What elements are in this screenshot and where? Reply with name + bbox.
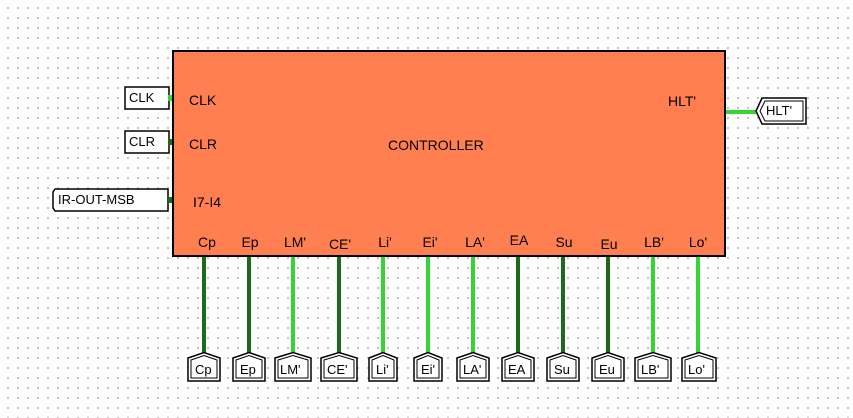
wire-lo[interactable] bbox=[696, 257, 700, 357]
controller-title: CONTROLLER bbox=[388, 137, 484, 153]
wire-ce[interactable] bbox=[337, 257, 341, 357]
wire-lb[interactable] bbox=[651, 257, 655, 357]
wire-hlt[interactable] bbox=[726, 110, 762, 114]
controller-pin-clk: CLK bbox=[189, 92, 217, 108]
controller-pin-li: Li' bbox=[378, 234, 392, 250]
output-pin-ea[interactable]: EA bbox=[501, 351, 535, 382]
wire-ea[interactable] bbox=[516, 257, 520, 357]
output-pin-ea-label: EA bbox=[508, 362, 526, 377]
wire-lm[interactable] bbox=[291, 257, 295, 357]
wire-ep[interactable] bbox=[247, 257, 251, 357]
wire-cp[interactable] bbox=[202, 257, 206, 357]
output-pin-hlt[interactable]: HLT' bbox=[755, 97, 808, 125]
controller-pin-hlt: HLT' bbox=[668, 93, 697, 109]
controller-pin-ep: Ep bbox=[241, 234, 259, 250]
controller-pin-i7-i4: I7-I4 bbox=[193, 194, 222, 210]
output-pin-ei-label: Ei' bbox=[421, 362, 436, 377]
controller-block[interactable]: CONTROLLER CLK CLR I7-I4 HLT' Cp Ep LM' … bbox=[172, 50, 726, 257]
output-pin-la[interactable]: LA' bbox=[456, 351, 490, 382]
controller-pin-ce: CE' bbox=[328, 236, 352, 252]
controller-pin-ea: EA bbox=[509, 232, 529, 248]
controller-pin-clr: CLR bbox=[189, 136, 218, 152]
input-pin-clk-label: CLK bbox=[129, 90, 155, 105]
wire-ei[interactable] bbox=[426, 257, 430, 357]
controller-pin-la: LA' bbox=[465, 234, 485, 250]
output-pin-lo-label: Lo' bbox=[688, 362, 705, 377]
output-pin-su-label: Su bbox=[554, 362, 570, 377]
input-pin-clk[interactable]: CLK bbox=[124, 86, 174, 110]
input-pin-ir-out-msb-label: IR-OUT-MSB bbox=[58, 192, 135, 207]
wire-la[interactable] bbox=[471, 257, 475, 357]
controller-pin-lo: Lo' bbox=[688, 234, 708, 250]
output-pin-ei[interactable]: Ei' bbox=[413, 351, 443, 382]
controller-pin-eu: Eu bbox=[600, 236, 618, 252]
controller-pin-lb: LB' bbox=[644, 234, 664, 250]
input-pin-clr[interactable]: CLR bbox=[124, 130, 174, 154]
output-pin-eu-label: Eu bbox=[599, 362, 615, 377]
output-pin-lb[interactable]: LB' bbox=[634, 351, 672, 382]
controller-pin-cp: Cp bbox=[198, 234, 216, 250]
output-pin-lm[interactable]: LM' bbox=[274, 351, 312, 382]
wire-eu[interactable] bbox=[606, 257, 610, 357]
output-pin-hlt-label: HLT' bbox=[766, 103, 793, 118]
output-pin-lm-label: LM' bbox=[280, 362, 301, 377]
input-pin-ir-out-msb[interactable]: IR-OUT-MSB bbox=[52, 188, 174, 212]
output-pin-su[interactable]: Su bbox=[546, 351, 580, 382]
output-pin-ce-label: CE' bbox=[327, 362, 348, 377]
wire-li[interactable] bbox=[381, 257, 385, 357]
output-pin-cp-label: Cp bbox=[195, 362, 212, 377]
controller-pin-ei: Ei' bbox=[422, 234, 438, 250]
controller-pin-su: Su bbox=[555, 234, 573, 250]
output-pin-lo[interactable]: Lo' bbox=[681, 351, 717, 382]
input-pin-clr-label: CLR bbox=[129, 134, 156, 149]
output-pin-eu[interactable]: Eu bbox=[591, 351, 625, 382]
output-pin-cp[interactable]: Cp bbox=[187, 351, 221, 382]
output-pin-ce[interactable]: CE' bbox=[320, 351, 358, 382]
output-pin-li-label: Li' bbox=[376, 362, 389, 377]
output-pin-lb-label: LB' bbox=[641, 362, 660, 377]
wire-su[interactable] bbox=[561, 257, 565, 357]
controller-pin-lm: LM' bbox=[283, 234, 307, 250]
output-pin-li[interactable]: Li' bbox=[368, 351, 398, 382]
output-pin-la-label: LA' bbox=[463, 362, 482, 377]
output-pin-ep[interactable]: Ep bbox=[232, 351, 266, 382]
output-pin-ep-label: Ep bbox=[240, 362, 256, 377]
